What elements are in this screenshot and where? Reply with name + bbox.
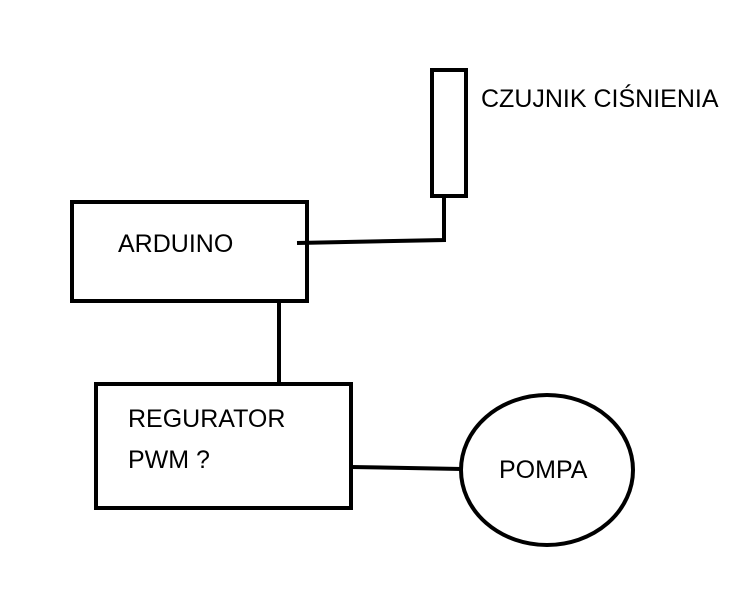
regulator-label-line1: REGURATOR: [128, 405, 285, 433]
regulator-label-line2: PWM ?: [128, 446, 210, 474]
pump-ellipse: [459, 393, 635, 547]
arduino-block: [70, 200, 309, 303]
regulator-block: [94, 382, 353, 510]
pressure-sensor-block: [430, 68, 468, 198]
arduino-label: ARDUINO: [118, 230, 233, 258]
arduino-sensor-connection: [296, 196, 446, 245]
pump-label: POMPA: [499, 456, 588, 484]
regulator-pump-connection: [350, 465, 463, 471]
pressure-sensor-label: CZUJNIK CIŚNIENIA: [481, 83, 719, 113]
